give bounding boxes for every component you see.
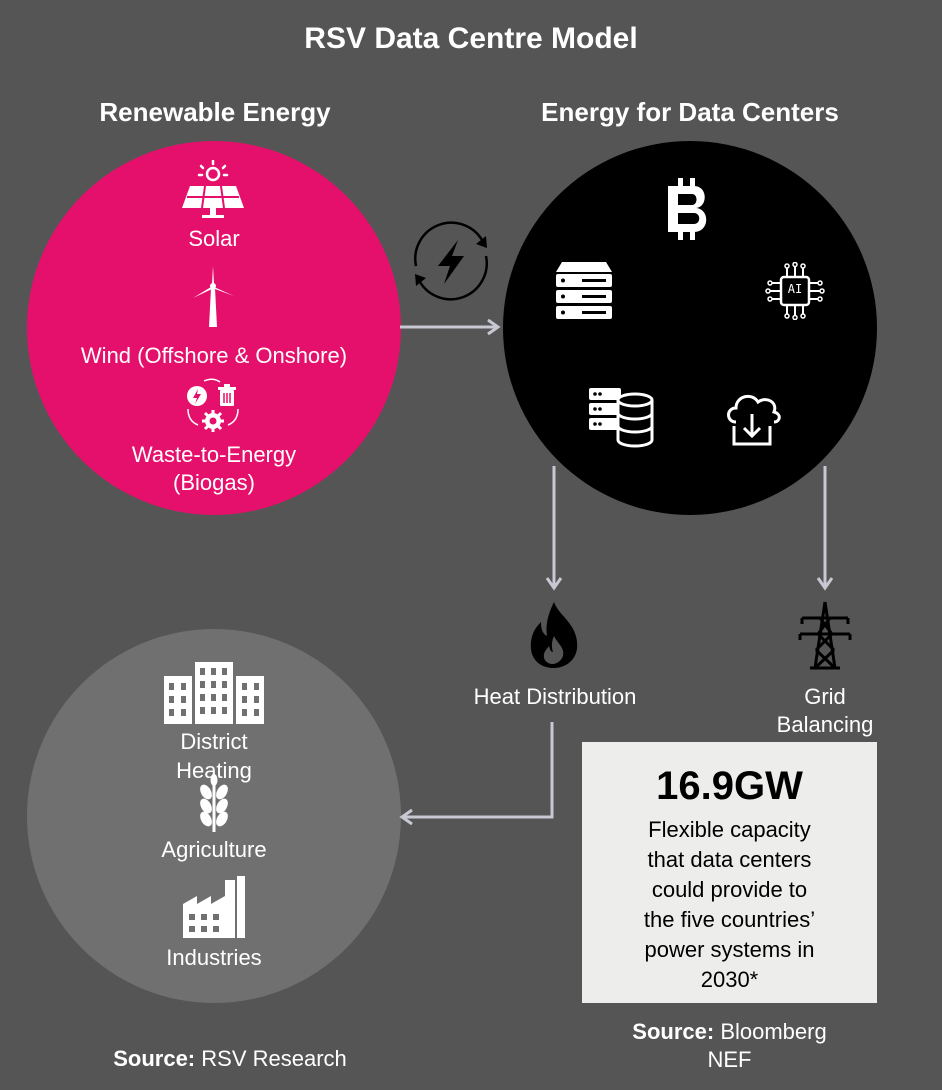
wind-turbine-icon [193,266,234,327]
source-right-label: Source: [632,1019,715,1044]
stat-description: Flexible capacity that data centers coul… [582,815,877,995]
source-right-value-line2: NEF [707,1047,752,1072]
buildings-icon [164,662,264,724]
fire-icon [530,602,578,668]
stat-value: 16.9GW [656,764,803,808]
solar-panel-icon [182,160,244,218]
wind-label: Wind (Offshore & Onshore) [80,343,348,368]
source-left: Source: RSV Research [60,1045,400,1073]
stat-desc-line: could provide to [651,877,808,902]
district-label-line1: District [180,729,248,754]
source-left-label: Source: [113,1046,196,1071]
source-right-value-line1: Bloomberg [720,1019,827,1044]
stat-box: 16.9GW Flexible capacity that data cente… [582,742,877,1003]
server-icon [556,262,612,319]
server-database-icon [589,388,654,448]
arrow-heat-to-uses [399,722,554,826]
biogas-label: (Biogas) [173,470,255,495]
bitcoin-icon [668,178,707,240]
stat-desc-line: that data centers [647,847,812,872]
arrow-to-heat-distribution [545,466,563,591]
renewable-heading: Renewable Energy [99,97,331,127]
cloud-download-icon [727,394,781,446]
industries-label: Industries [166,945,262,970]
waste-to-energy-label: Waste-to-Energy [131,442,297,467]
energy-cycle-icon [414,221,488,301]
grid-label-line2: Balancing [776,712,874,737]
source-right: Source: Bloomberg NEF [582,1018,877,1074]
stat-desc-line: Flexible capacity [648,817,811,842]
agriculture-label: Agriculture [161,837,267,862]
factory-icon [183,876,245,938]
transmission-tower-icon [798,601,852,670]
solar-label: Solar [188,226,240,251]
page-title: RSV Data Centre Model [304,22,638,55]
grid-label-line1: Grid [804,684,846,709]
ai-chip-label: AI [787,282,803,296]
heat-distribution-label: Heat Distribution [473,684,637,709]
arrow-renewable-to-datacenters [400,318,501,336]
datacenter-circle [503,141,877,515]
waste-to-energy-icon [187,378,239,432]
stat-desc-line: the five countries’ [643,907,816,932]
wheat-icon [200,774,228,832]
arrow-to-grid-balancing [816,466,834,591]
stat-desc-line: 2030* [700,967,759,992]
source-left-value: RSV Research [201,1046,347,1071]
ai-chip-icon [765,262,825,320]
datacenters-heading: Energy for Data Centers [541,97,839,127]
stat-desc-line: power systems in [644,937,815,962]
